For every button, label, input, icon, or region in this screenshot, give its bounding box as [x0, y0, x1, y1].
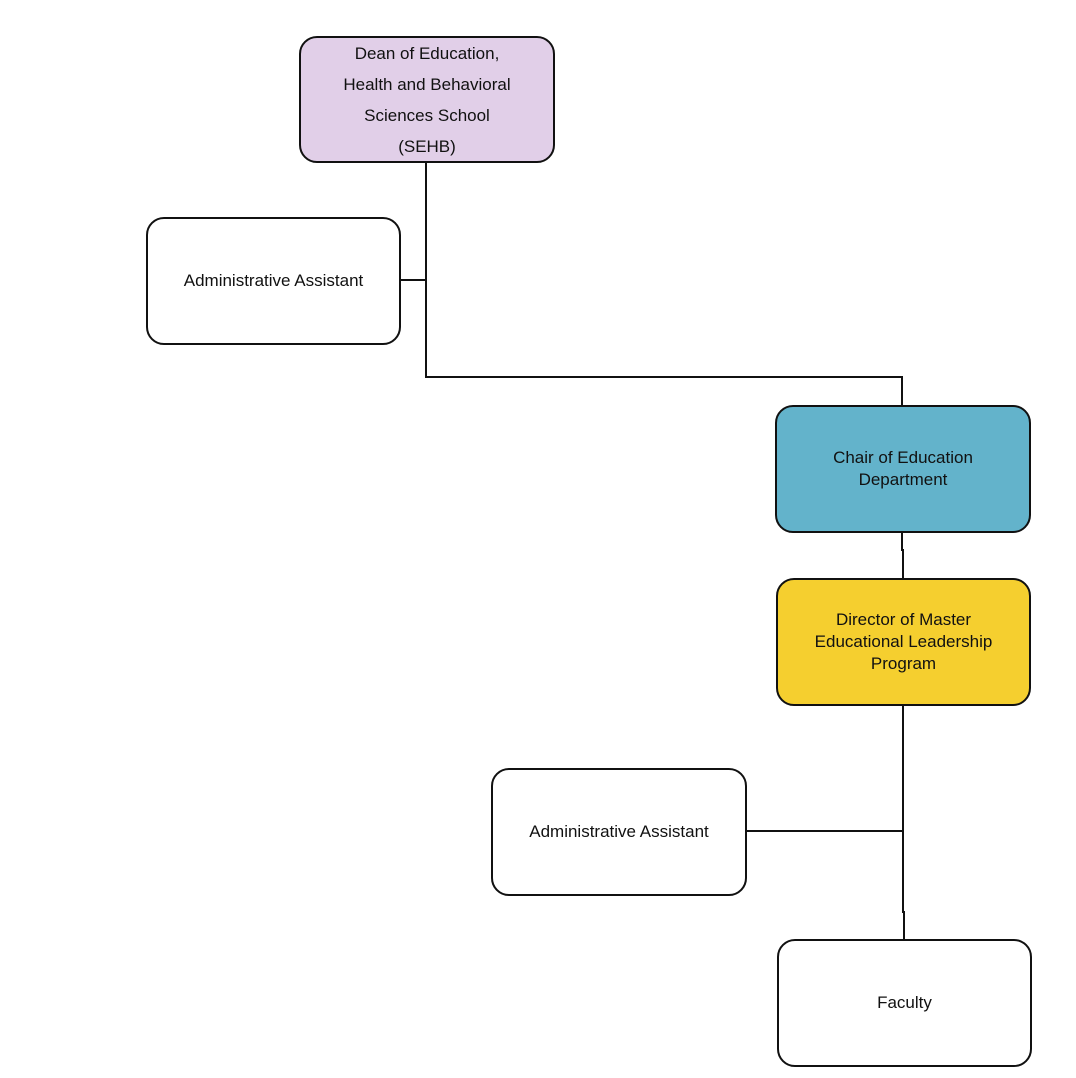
- chair-node: Chair of Education Department: [775, 405, 1031, 533]
- director-admin-assistant-label: Administrative Assistant: [529, 822, 709, 841]
- faculty-node: Faculty: [777, 939, 1032, 1067]
- connector-dean-to-chair: [425, 280, 903, 405]
- dean-label: Dean of Education, Health and Behavioral…: [343, 43, 511, 156]
- faculty-label: Faculty: [877, 993, 932, 1012]
- director-label: Director of Master Educational Leadershi…: [814, 610, 993, 673]
- dean-node: Dean of Education, Health and Behavioral…: [299, 36, 555, 163]
- connector-director-to-admin: [747, 706, 904, 832]
- connector-dean-to-admin: [401, 163, 427, 281]
- dean-admin-assistant-label: Administrative Assistant: [183, 271, 364, 290]
- director-node: Director of Master Educational Leadershi…: [776, 578, 1031, 706]
- connector-chair-to-director: [901, 533, 904, 578]
- connector-director-to-faculty: [902, 831, 905, 939]
- director-admin-assistant-node: Administrative Assistant: [491, 768, 747, 896]
- dean-admin-assistant-node: Administrative Assistant: [146, 217, 401, 345]
- chair-label: Chair of Education Department: [833, 448, 973, 489]
